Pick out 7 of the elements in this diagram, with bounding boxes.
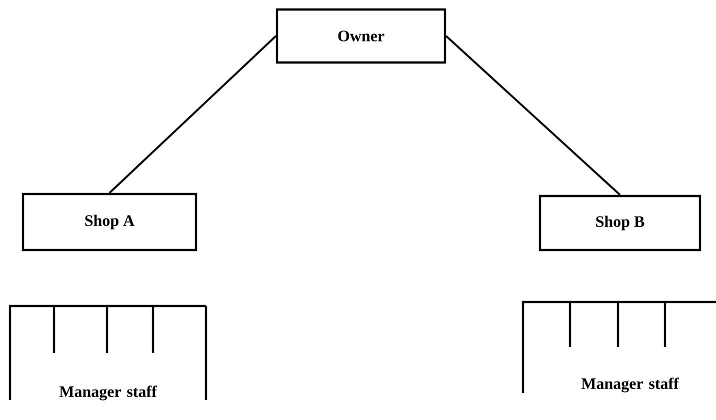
connector-line xyxy=(108,35,277,194)
org-box: Shop A xyxy=(22,192,198,252)
org-box: Shop B xyxy=(538,194,702,252)
org-box: Owner xyxy=(276,8,446,64)
staff-label: Manager staff xyxy=(581,378,680,392)
connector-line xyxy=(445,35,621,196)
staff-label: Manager staff xyxy=(59,386,158,400)
